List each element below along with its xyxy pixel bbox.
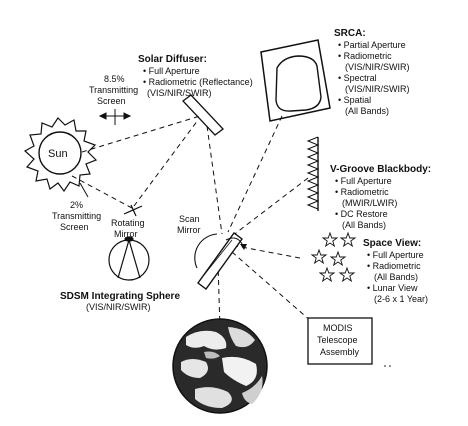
space-view-item-3: (All Bands) xyxy=(374,272,418,282)
blackbody-item-4: • DC Restore xyxy=(335,209,388,219)
srca-item-5: (VIS/NIR/SWIR) xyxy=(345,84,410,94)
star-icon xyxy=(310,248,328,265)
solar-diffuser-item-1: • Full Aperture xyxy=(143,66,200,76)
rotating-mirror-line1: Rotating xyxy=(111,218,145,228)
path-diffuser-to-scan-mirror xyxy=(206,125,223,235)
path-sun-to-rotating-mirror xyxy=(71,175,133,209)
blackbody-title: V-Groove Blackbody: xyxy=(330,164,431,175)
space-view-item-2: • Radiometric xyxy=(367,261,421,271)
star-icon xyxy=(318,266,336,283)
scan-mirror-line1: Scan xyxy=(179,214,200,224)
telescope-box: MODIS Telescope Assembly xyxy=(307,317,373,365)
solar-diffuser-title: Solar Diffuser: xyxy=(138,54,207,65)
space-view-title: Space View: xyxy=(363,238,421,249)
path-sun-to-diffuser xyxy=(81,115,201,153)
srca-item-1: • Partial Aperture xyxy=(338,40,406,50)
solar-diffuser-plate xyxy=(182,94,224,136)
screen-8-5-percent-value: 8.5% xyxy=(104,74,125,84)
path-space-view-to-scan-mirror xyxy=(235,245,301,259)
telescope-line3: Assembly xyxy=(320,347,360,357)
scan-mirror-line2: Mirror xyxy=(177,225,201,235)
sdsm-label: SDSM Integrating Sphere (VIS/NIR/SWIR) xyxy=(60,291,180,312)
space-view-item-1: • Full Aperture xyxy=(367,250,424,260)
path-blackbody-to-scan-mirror xyxy=(231,177,309,237)
solar-diffuser-item-3: (VIS/NIR/SWIR) xyxy=(147,88,212,98)
blackbody-item-3: (MWIR/LWIR) xyxy=(342,198,397,208)
blackbody-item-2: • Radiometric xyxy=(335,187,389,197)
sdsm-subtitle: (VIS/NIR/SWIR) xyxy=(86,302,151,312)
star-icon xyxy=(339,231,357,248)
screen-2-percent-value: 2% xyxy=(70,200,83,210)
screen-2-percent-marker xyxy=(79,182,89,198)
srca-item-4: • Spectral xyxy=(338,73,377,83)
screen-2-percent-line2: Transmitting xyxy=(52,211,101,221)
srca-item-6: • Spatial xyxy=(338,95,371,105)
screen-8-5-percent-line2: Transmitting xyxy=(89,85,138,95)
screen-8-5-percent: 8.5% Transmitting Screen xyxy=(89,74,138,106)
sdsm-title: SDSM Integrating Sphere xyxy=(60,291,180,302)
telescope-line1: MODIS xyxy=(323,323,353,333)
screen-8-5-percent-line3: Screen xyxy=(97,96,126,106)
space-view-label: Space View: • Full Aperture • Radiometri… xyxy=(363,238,428,304)
scan-mirror-icon xyxy=(194,232,243,290)
blackbody-item-1: • Full Aperture xyxy=(335,176,392,186)
srca-title: SRCA: xyxy=(334,28,366,39)
path-scan-mirror-to-telescope xyxy=(231,251,313,323)
solar-diffuser-label: Solar Diffuser: • Full Aperture • Radiom… xyxy=(138,54,253,98)
optical-paths xyxy=(71,115,313,331)
srca-item-7: (All Bands) xyxy=(345,106,389,116)
srca-item-2: • Radiometric xyxy=(338,51,392,61)
blackbody-icon xyxy=(306,136,320,211)
blackbody-label: V-Groove Blackbody: • Full Aperture • Ra… xyxy=(330,164,431,230)
blackbody-item-5: (All Bands) xyxy=(342,220,386,230)
earth-image xyxy=(172,318,268,414)
srca-item-3: (VIS/NIR/SWIR) xyxy=(345,62,410,72)
srca-unit xyxy=(260,39,331,122)
space-view-stars xyxy=(310,231,357,283)
rotation-arrow-icon xyxy=(225,237,247,250)
sun-icon xyxy=(23,117,98,193)
rotating-mirror-label: Rotating Mirror xyxy=(111,218,145,239)
sdsm-sphere-icon xyxy=(108,236,150,281)
screen-2-percent-line3: Screen xyxy=(60,222,89,232)
srca-label: SRCA: • Partial Aperture • Radiometric (… xyxy=(334,28,410,116)
rotating-mirror-icon xyxy=(123,204,143,217)
star-icon xyxy=(338,266,356,283)
solar-diffuser-item-2: • Radiometric (Reflectance) xyxy=(143,77,253,87)
sun-label: Sun xyxy=(48,148,68,160)
rotating-mirror-line2: Mirror xyxy=(114,229,138,239)
double-arrow-icon xyxy=(98,109,132,125)
screen-2-percent: 2% Transmitting Screen xyxy=(52,200,101,232)
star-icon xyxy=(329,250,347,267)
star-icon xyxy=(321,231,339,248)
space-view-item-5: (2-6 x 1 Year) xyxy=(374,294,428,304)
telescope-line2: Telescope xyxy=(317,335,358,345)
stray-marks xyxy=(384,365,391,367)
path-srca-to-scan-mirror xyxy=(227,115,283,233)
scan-mirror-label: Scan Mirror xyxy=(177,214,201,235)
space-view-item-4: • Lunar View xyxy=(367,283,418,293)
